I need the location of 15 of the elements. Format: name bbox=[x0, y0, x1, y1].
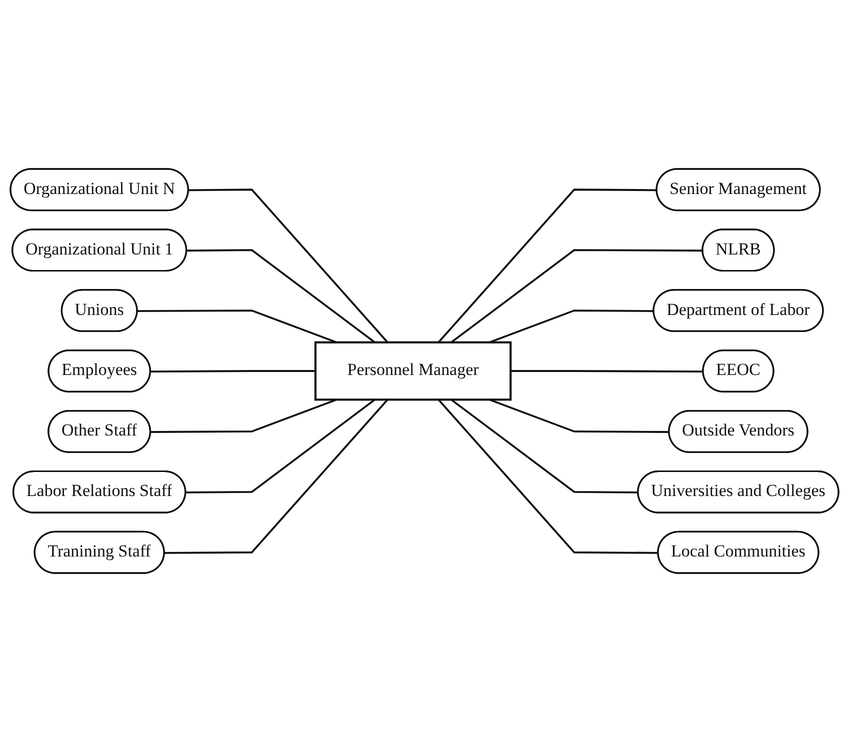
connector bbox=[438, 399, 658, 554]
connector bbox=[438, 188, 658, 343]
connector bbox=[150, 398, 337, 433]
connector bbox=[188, 188, 388, 343]
connector bbox=[186, 398, 376, 494]
connector bbox=[186, 249, 376, 344]
connector bbox=[489, 398, 670, 433]
node-box: Personnel Manager bbox=[314, 341, 512, 401]
connector bbox=[164, 399, 388, 554]
connector bbox=[510, 370, 704, 372]
connector bbox=[138, 310, 337, 344]
connector bbox=[450, 398, 638, 494]
connector bbox=[450, 249, 703, 344]
connector bbox=[150, 370, 316, 372]
connector bbox=[489, 310, 654, 344]
